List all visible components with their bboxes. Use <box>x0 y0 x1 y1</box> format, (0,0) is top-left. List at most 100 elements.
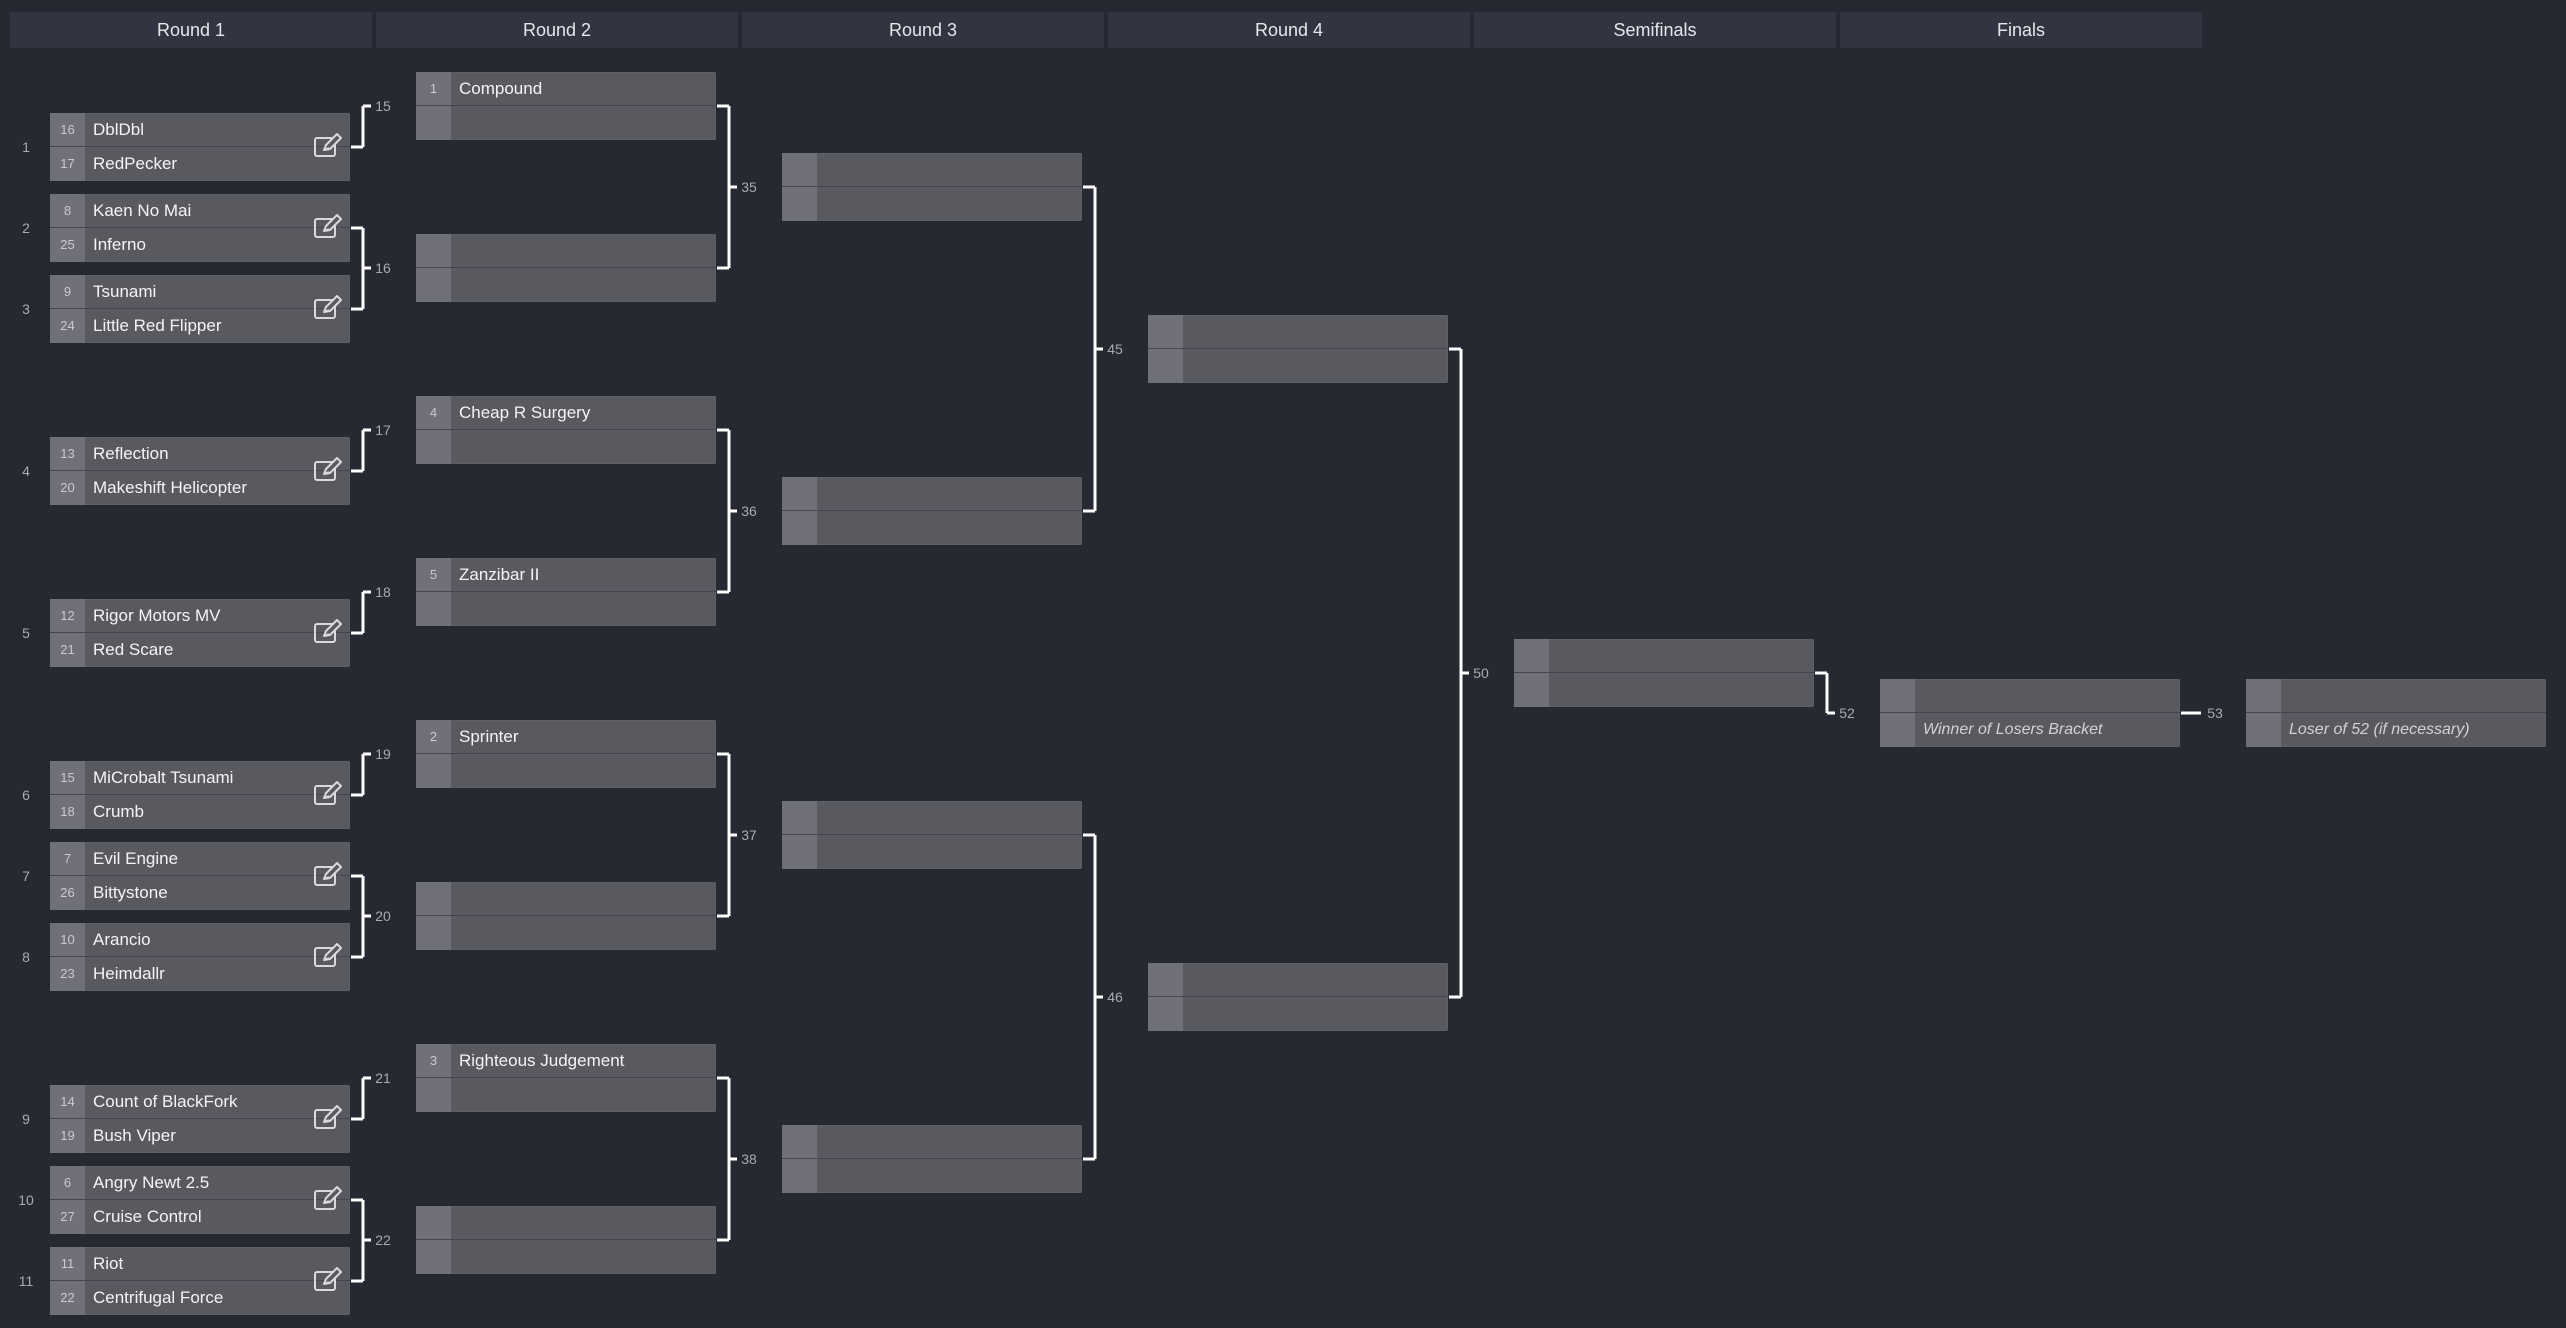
match-box[interactable]: Winner of Losers Bracket <box>1880 679 2180 747</box>
match-box[interactable] <box>782 801 1082 869</box>
team-slot-bottom[interactable] <box>1148 349 1448 383</box>
edit-match-button[interactable] <box>313 1104 345 1134</box>
edit-match-button[interactable] <box>313 780 345 810</box>
team-slot-bottom[interactable] <box>416 430 716 464</box>
edit-match-button[interactable] <box>313 1185 345 1215</box>
team-slot-top[interactable] <box>1148 963 1448 997</box>
team-slot-top[interactable] <box>782 477 1082 511</box>
team-slot-top[interactable] <box>782 1125 1082 1159</box>
match-box[interactable] <box>416 882 716 950</box>
connector-line <box>717 1076 737 1242</box>
team-slot-bottom[interactable] <box>1514 673 1814 707</box>
team-slot-bottom[interactable] <box>416 916 716 950</box>
team-slot-bottom[interactable] <box>782 1159 1082 1193</box>
team-slot-bottom[interactable] <box>416 106 716 140</box>
team-name: Angry Newt 2.5 <box>93 1173 210 1192</box>
connector-line <box>1449 347 1469 999</box>
edit-match-button[interactable] <box>313 294 345 324</box>
team-slot-top[interactable] <box>782 153 1082 187</box>
match-box[interactable]: Loser of 52 (if necessary) <box>2246 679 2546 747</box>
team-slot-bottom[interactable] <box>416 268 716 302</box>
edit-match-button[interactable] <box>313 132 345 162</box>
team-slot-bottom[interactable] <box>416 1240 716 1274</box>
team-slot-top[interactable] <box>416 882 716 916</box>
match-box[interactable] <box>1148 315 1448 383</box>
match-box[interactable] <box>782 477 1082 545</box>
team-slot-bottom[interactable] <box>416 754 716 788</box>
team-slot-bottom[interactable] <box>1148 997 1448 1031</box>
team-slot-bottom[interactable] <box>782 187 1082 221</box>
team-slot-bottom[interactable]: Loser of 52 (if necessary) <box>2246 713 2546 747</box>
team-slot-top[interactable] <box>2246 679 2546 713</box>
seed-number <box>416 430 451 464</box>
team-slot-top[interactable] <box>782 801 1082 835</box>
seed-number <box>782 835 817 869</box>
edit-match-button[interactable] <box>313 1266 345 1296</box>
team-slot-top[interactable] <box>1148 315 1448 349</box>
match-box[interactable] <box>1514 639 1814 707</box>
edit-match-button[interactable] <box>313 456 345 486</box>
team-slot-bottom[interactable]: Winner of Losers Bracket <box>1880 713 2180 747</box>
edit-match-button[interactable] <box>313 213 345 243</box>
team-slot-bottom[interactable] <box>782 835 1082 869</box>
team-slot-top[interactable] <box>416 1206 716 1240</box>
match-box[interactable] <box>782 1125 1082 1193</box>
match-box[interactable] <box>416 234 716 302</box>
match-box[interactable] <box>1148 963 1448 1031</box>
team-slot-top[interactable] <box>1880 679 2180 713</box>
team-slot-bottom[interactable] <box>416 1078 716 1112</box>
match-box[interactable] <box>782 153 1082 221</box>
match-box[interactable] <box>416 1206 716 1274</box>
team-slot-bottom[interactable] <box>416 592 716 626</box>
edit-match-button[interactable] <box>313 618 345 648</box>
edit-match-button[interactable] <box>313 861 345 891</box>
team-slot-top[interactable] <box>416 234 716 268</box>
team-slot-bottom[interactable] <box>782 511 1082 545</box>
edit-match-button[interactable] <box>313 942 345 972</box>
team-slot-top[interactable] <box>1514 639 1814 673</box>
